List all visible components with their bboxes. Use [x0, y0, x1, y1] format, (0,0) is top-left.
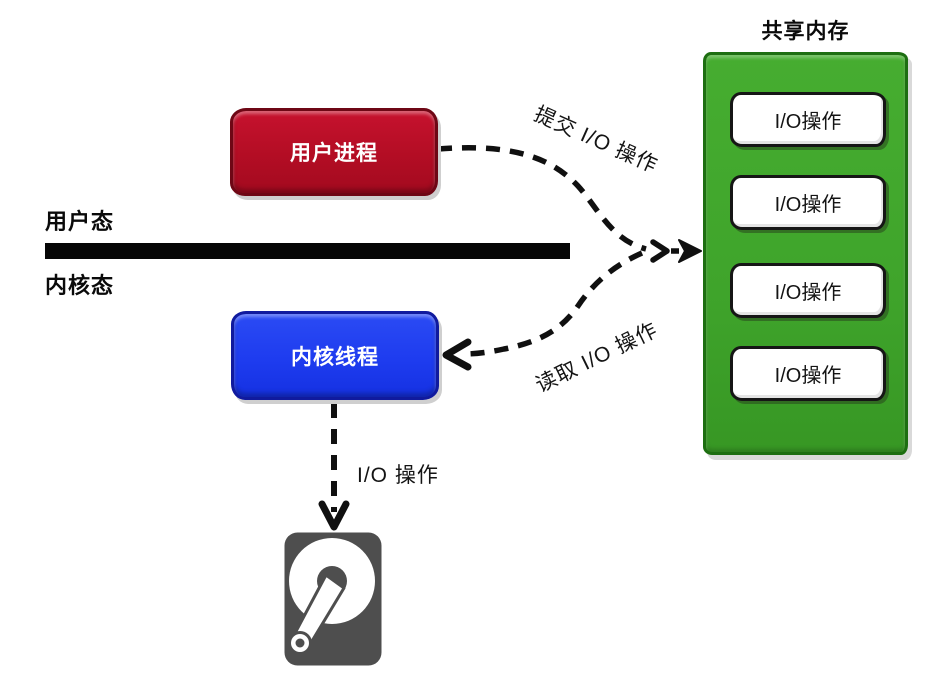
read-io-arrowhead	[442, 338, 472, 371]
user-process-label: 用户进程	[290, 142, 378, 165]
kernel-thread-node: 内核线程	[231, 311, 439, 400]
kernel-thread-label: 内核线程	[291, 345, 379, 369]
submit-io-mid-chevron	[650, 239, 670, 263]
shared-memory-container: I/O操作 I/O操作 I/O操作 I/O操作	[703, 52, 908, 455]
io-operation-slot: I/O操作	[730, 263, 886, 318]
disk-io-arrowhead	[318, 500, 350, 531]
submit-io-arrow	[437, 145, 647, 252]
io-operation-slot: I/O操作	[730, 175, 886, 230]
user-mode-label: 用户态	[45, 209, 115, 234]
io-operation-slot: I/O操作	[730, 92, 886, 147]
io-operation-slot: I/O操作	[730, 346, 886, 401]
kernel-mode-label: 内核态	[45, 273, 115, 298]
disk-io-label: I/O 操作	[357, 464, 439, 487]
shared-memory-title: 共享内存	[761, 20, 850, 43]
hard-disk-icon	[284, 532, 382, 666]
read-io-arrow	[463, 250, 644, 357]
user-process-node: 用户进程	[230, 108, 438, 196]
submit-io-arrowhead	[678, 239, 702, 263]
mode-separator-bar	[45, 243, 570, 259]
